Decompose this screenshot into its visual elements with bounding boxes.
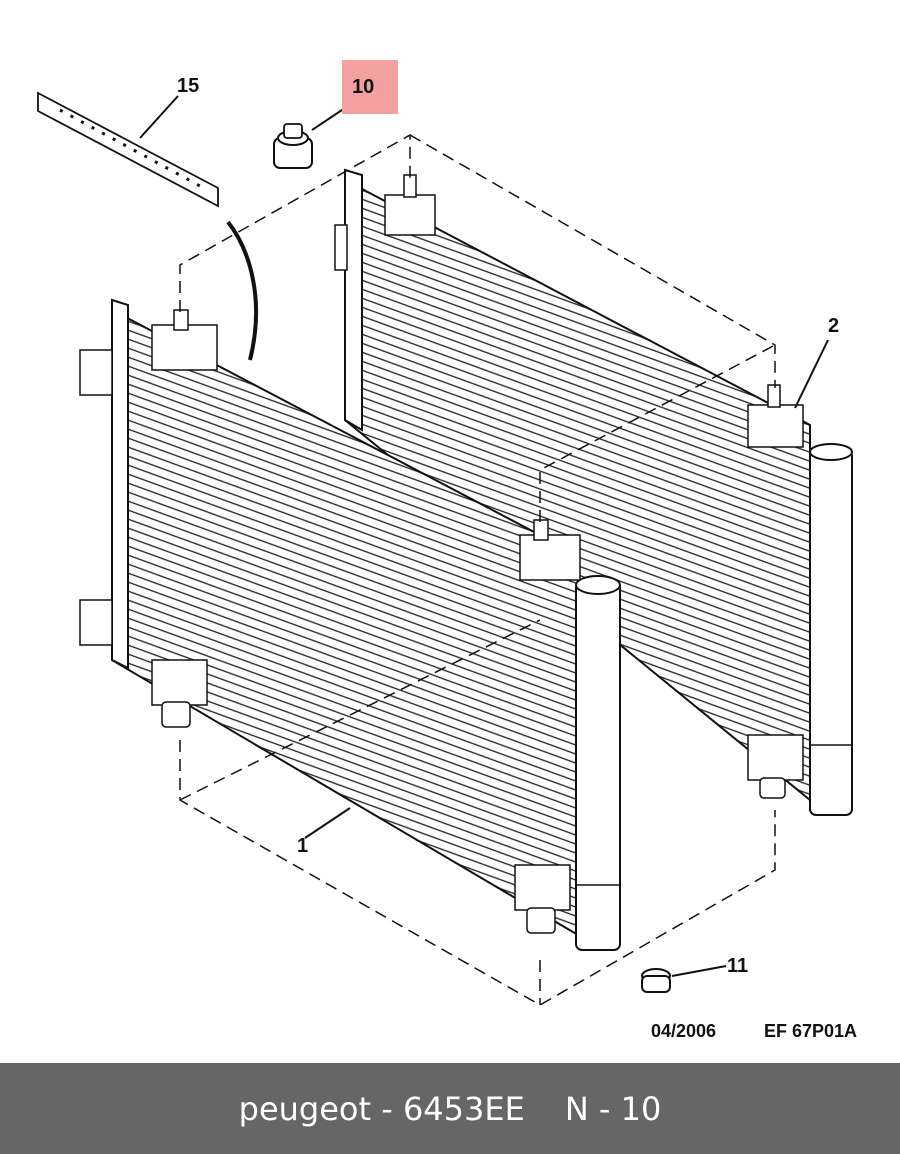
footer-bar: peugeot - 6453EE N - 10 xyxy=(0,1063,900,1154)
highlight-box xyxy=(342,60,398,114)
condenser-front xyxy=(79,298,621,951)
bushing-part-10 xyxy=(273,123,313,169)
callout-2: 2 xyxy=(828,315,839,337)
footer-separator: - xyxy=(371,1089,403,1128)
footer-brand: peugeot xyxy=(238,1089,372,1128)
callout-15: 15 xyxy=(177,75,199,97)
grommet-part-11 xyxy=(641,968,671,993)
footer-position-label: N - 10 xyxy=(564,1089,662,1128)
condenser-rear xyxy=(334,168,853,816)
footer-part-number: 6453EE xyxy=(402,1089,525,1128)
seal-strip xyxy=(37,91,258,361)
callout-10: 10 xyxy=(352,76,374,98)
revision-date: 04/2006 xyxy=(651,1021,716,1041)
parts-diagram: 15 10 2 1 11 04/2006 EF 67P01A xyxy=(37,60,857,1041)
leader-lines xyxy=(139,95,829,977)
drawing-code: EF 67P01A xyxy=(764,1021,857,1041)
assembly-guide-lines xyxy=(179,133,776,1006)
callout-1: 1 xyxy=(297,835,308,857)
callout-11: 11 xyxy=(727,955,748,977)
